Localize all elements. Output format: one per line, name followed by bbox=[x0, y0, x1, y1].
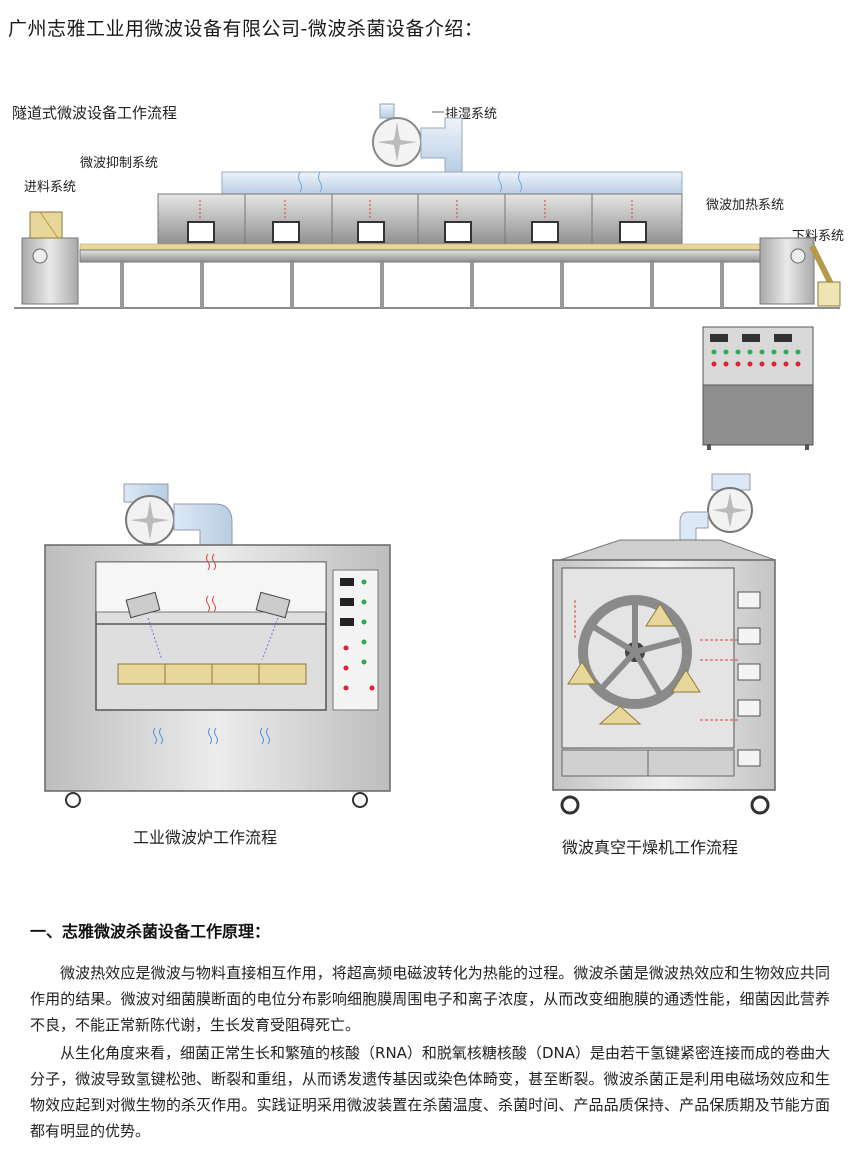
page-title: 广州志雅工业用微波设备有限公司-微波杀菌设备介绍： bbox=[8, 18, 484, 40]
label-feed-system: 进料系统 bbox=[24, 180, 77, 195]
paragraph-thermal-effect: 微波热效应是微波与物料直接相互作用，将超高频电磁波转化为热能的过程。微波杀菌是微… bbox=[30, 964, 830, 1034]
tunnel-diagram-heading: 隧道式微波设备工作流程 bbox=[12, 104, 178, 122]
label-suppression-system: 微波抑制系统 bbox=[80, 156, 159, 171]
oven-caption: 工业微波炉工作流程 bbox=[133, 828, 278, 847]
vacuum-dryer-diagram bbox=[552, 473, 776, 815]
industrial-oven-diagram bbox=[44, 483, 391, 808]
label-heating-system: 微波加热系统 bbox=[706, 198, 785, 213]
vacuum-dryer-caption: 微波真空干燥机工作流程 bbox=[562, 838, 739, 857]
tunnel-diagram bbox=[14, 103, 841, 450]
section-heading: 一、志雅微波杀菌设备工作原理： bbox=[30, 922, 271, 941]
paragraph-biochemistry: 从生化角度来看，细菌正常生长和繁殖的核酸（RNA）和脱氧核糖核酸（DNA）是由若… bbox=[30, 1044, 830, 1140]
